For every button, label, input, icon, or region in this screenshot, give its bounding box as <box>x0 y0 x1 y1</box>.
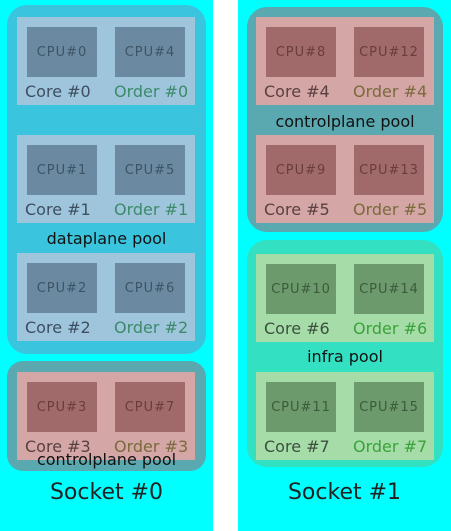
socket-title: Socket #0 <box>49 480 164 505</box>
cpu-4: CPU#4 <box>115 27 185 77</box>
core-1: CPU#1 CPU#5 Core #1 Order #1 <box>17 135 195 223</box>
cpu-3: CPU#3 <box>27 382 97 432</box>
socket-1: CPU#8 CPU#12 Core #4 Order #4 controlpla… <box>238 0 451 531</box>
order-label: Order #3 <box>114 437 189 456</box>
cpu-11: CPU#11 <box>266 382 336 432</box>
core-label: Core #3 <box>25 437 91 456</box>
socket-title: Socket #1 <box>287 480 402 505</box>
order-label: Order #6 <box>353 319 428 338</box>
cpu-5: CPU#5 <box>115 145 185 195</box>
core-label: Core #4 <box>264 82 330 101</box>
core-label: Core #1 <box>25 200 91 219</box>
cpu-7: CPU#7 <box>115 382 185 432</box>
core-0: CPU#0 CPU#4 Core #0 Order #0 <box>17 17 195 105</box>
order-label: Order #0 <box>114 82 189 101</box>
cpu-13: CPU#13 <box>354 145 424 195</box>
cpu-15: CPU#15 <box>354 382 424 432</box>
core-label: Core #0 <box>25 82 91 101</box>
cpu-8: CPU#8 <box>266 27 336 77</box>
core-2: CPU#2 CPU#6 Core #2 Order #2 <box>17 253 195 341</box>
core-7: CPU#11 CPU#15 Core #7 Order #7 <box>256 372 434 460</box>
pool-label: dataplane pool <box>46 229 167 248</box>
cpu-0: CPU#0 <box>27 27 97 77</box>
order-label: Order #4 <box>353 82 428 101</box>
core-label: Core #2 <box>25 318 91 337</box>
cpu-12: CPU#12 <box>354 27 424 77</box>
core-label: Core #7 <box>264 437 330 456</box>
socket-0: CPU#0 CPU#4 Core #0 Order #0 CPU#1 CPU#5… <box>0 0 213 531</box>
cpu-1: CPU#1 <box>27 145 97 195</box>
core-4: CPU#8 CPU#12 Core #4 Order #4 <box>256 17 434 105</box>
core-3: CPU#3 CPU#7 Core #3 Order #3 <box>17 372 195 460</box>
order-label: Order #7 <box>353 437 428 456</box>
core-6: CPU#10 CPU#14 Core #6 Order #6 <box>256 254 434 342</box>
dataplane-pool: CPU#0 CPU#4 Core #0 Order #0 CPU#1 CPU#5… <box>7 5 206 354</box>
order-label: Order #2 <box>114 318 189 337</box>
core-5: CPU#9 CPU#13 Core #5 Order #5 <box>256 135 434 223</box>
controlplane-pool: CPU#8 CPU#12 Core #4 Order #4 controlpla… <box>247 7 443 232</box>
core-label: Core #5 <box>264 200 330 219</box>
order-label: Order #1 <box>114 200 189 219</box>
pool-label: controlplane pool <box>275 112 415 131</box>
pool-label: controlplane pool <box>36 450 177 469</box>
cpu-14: CPU#14 <box>354 264 424 314</box>
pool-label: infra pool <box>307 347 383 366</box>
cpu-2: CPU#2 <box>27 263 97 313</box>
infra-pool: CPU#10 CPU#14 Core #6 Order #6 infra poo… <box>247 240 443 467</box>
cpu-10: CPU#10 <box>266 264 336 314</box>
controlplane-pool: CPU#3 CPU#7 Core #3 Order #3 controlplan… <box>7 361 206 471</box>
order-label: Order #5 <box>353 200 428 219</box>
core-label: Core #6 <box>264 319 330 338</box>
cpu-9: CPU#9 <box>266 145 336 195</box>
cpu-6: CPU#6 <box>115 263 185 313</box>
